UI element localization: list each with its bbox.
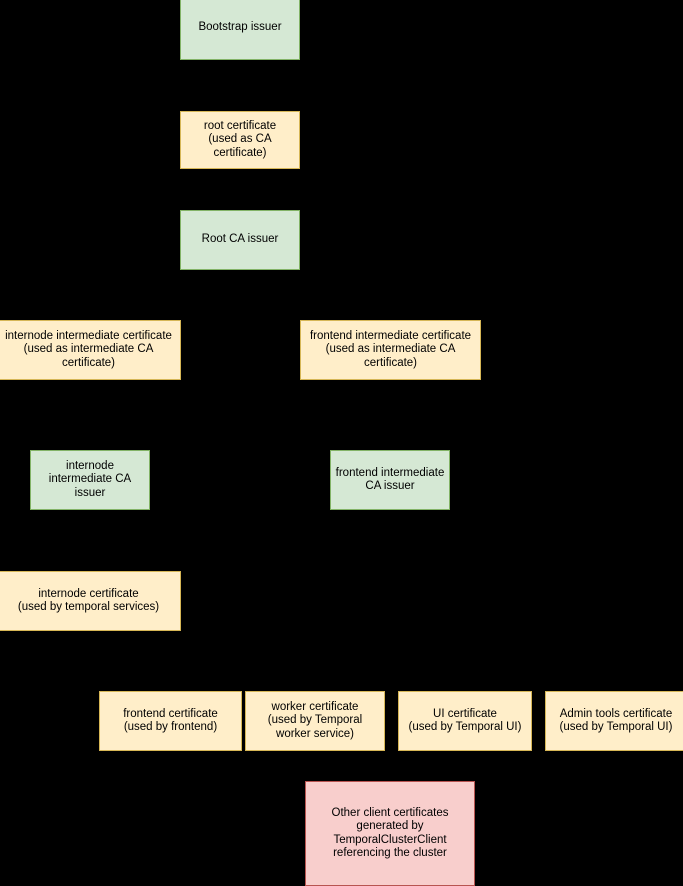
node-label: Root CA issuer [201, 233, 279, 246]
node-label: internode certificate (used by temporal … [17, 587, 160, 614]
node-internode-intermediate-ca-issuer[interactable]: internode intermediate CA issuer [30, 450, 150, 510]
connector-line [171, 601, 390, 602]
connector-line [90, 510, 91, 571]
connector-line [171, 601, 172, 691]
node-label: UI certificate (used by Temporal UI) [408, 707, 522, 734]
node-label: root certificate (used as CA certificate… [203, 119, 277, 159]
node-root-certificate[interactable]: root certificate (used as CA certificate… [180, 111, 300, 169]
node-frontend-intermediate-certificate[interactable]: frontend intermediate certificate (used … [300, 320, 481, 380]
node-label: internode intermediate certificate (used… [5, 329, 172, 369]
connector-line [89, 295, 90, 320]
node-label: frontend intermediate certificate (used … [309, 329, 472, 369]
node-root-ca-issuer[interactable]: Root CA issuer [180, 210, 300, 270]
connector-line [616, 601, 617, 691]
node-label: frontend certificate (used by frontend) [123, 707, 218, 734]
connector-line [391, 295, 392, 320]
node-internode-intermediate-certificate[interactable]: internode intermediate certificate (used… [0, 320, 181, 380]
node-label: Other client certificates generated by T… [331, 806, 449, 860]
connector-line [89, 295, 240, 296]
node-internode-certificate[interactable]: internode certificate (used by temporal … [0, 571, 181, 631]
node-worker-certificate[interactable]: worker certificate (used by Temporal wor… [245, 691, 385, 751]
connector-line [315, 601, 316, 691]
node-frontend-intermediate-ca-issuer[interactable]: frontend intermediate CA issuer [330, 450, 450, 510]
node-bootstrap-issuer[interactable]: Bootstrap issuer [180, 0, 300, 60]
connector-line [240, 270, 241, 295]
connector-line [89, 380, 90, 450]
node-frontend-certificate[interactable]: frontend certificate (used by frontend) [99, 691, 242, 751]
connector-line [240, 169, 241, 210]
node-label: Bootstrap issuer [198, 20, 282, 33]
connector-line [240, 295, 391, 296]
node-label: internode intermediate CA issuer [48, 459, 132, 499]
connector-line [390, 601, 616, 602]
node-label: frontend intermediate CA issuer [335, 466, 445, 493]
node-admin-tools-certificate[interactable]: Admin tools certificate (used by Tempora… [545, 691, 683, 751]
node-ui-certificate[interactable]: UI certificate (used by Temporal UI) [398, 691, 532, 751]
connector-line [390, 510, 391, 781]
connector-line [391, 380, 392, 450]
node-label: worker certificate (used by Temporal wor… [267, 700, 363, 740]
connector-line [465, 601, 466, 691]
connector-line [315, 601, 390, 602]
connector-line [240, 60, 241, 111]
node-label: Admin tools certificate (used by Tempora… [559, 707, 673, 734]
node-other-client-certificates[interactable]: Other client certificates generated by T… [305, 781, 475, 886]
